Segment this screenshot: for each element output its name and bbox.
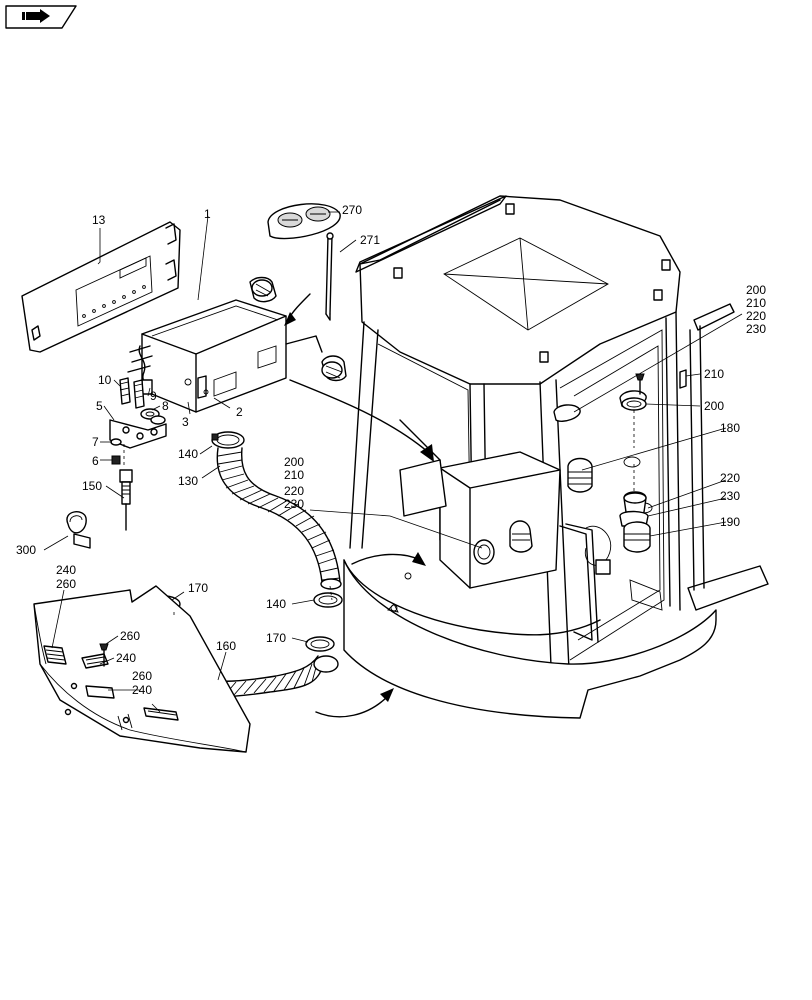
callout-200-right: 200 bbox=[704, 399, 724, 413]
fan-outlet-top bbox=[249, 276, 277, 303]
callout-8: 8 bbox=[162, 399, 169, 413]
nozzle-220-230 bbox=[619, 491, 649, 527]
callout-2: 2 bbox=[236, 405, 243, 419]
callout-170-lower: 170 bbox=[266, 631, 286, 645]
callout-200-mid: 200 bbox=[284, 455, 304, 469]
nut-6 bbox=[111, 455, 121, 465]
callout-200-top: 200 bbox=[746, 283, 766, 297]
hose-clamp-140-lower bbox=[313, 592, 343, 608]
duct-180 bbox=[567, 457, 593, 493]
plate-5 bbox=[109, 419, 167, 449]
callout-labels: 13 1 270 271 200 210 220 230 10 9 8 5 3 … bbox=[16, 203, 766, 697]
callout-140-lower: 140 bbox=[266, 597, 286, 611]
callout-230-mid: 230 bbox=[284, 497, 304, 511]
leader-lines bbox=[43, 211, 743, 713]
vent-grille-middle bbox=[81, 653, 109, 669]
next-page-button[interactable] bbox=[5, 5, 77, 29]
callout-210-mid: 210 bbox=[284, 468, 304, 482]
callout-260-mid: 260 bbox=[120, 629, 140, 643]
callout-170-upper: 170 bbox=[188, 581, 208, 595]
callout-150: 150 bbox=[82, 479, 102, 493]
callout-271: 271 bbox=[360, 233, 380, 247]
callout-5: 5 bbox=[96, 399, 103, 413]
vent-200 bbox=[621, 397, 647, 411]
callout-270: 270 bbox=[342, 203, 362, 217]
screw-260 bbox=[99, 643, 109, 667]
clamp-300 bbox=[66, 511, 91, 549]
hose-clamp-170-lower bbox=[305, 636, 335, 652]
vent-grille-lower bbox=[85, 685, 179, 721]
callout-180: 180 bbox=[720, 421, 740, 435]
callout-260-top: 260 bbox=[56, 577, 76, 591]
callout-190: 190 bbox=[720, 515, 740, 529]
fitting-8 bbox=[140, 408, 166, 425]
rod-271 bbox=[325, 232, 334, 321]
fittings-10-9 bbox=[119, 377, 145, 409]
callout-160: 160 bbox=[216, 639, 236, 653]
washer-7 bbox=[110, 438, 122, 446]
heater-unit-1 bbox=[127, 276, 347, 413]
callout-13: 13 bbox=[92, 213, 106, 227]
callout-140-upper: 140 bbox=[178, 447, 198, 461]
floor-duct bbox=[509, 520, 533, 553]
callout-10: 10 bbox=[98, 373, 112, 387]
callout-230-top: 230 bbox=[746, 322, 766, 336]
callout-210-right: 210 bbox=[704, 367, 724, 381]
callout-300: 300 bbox=[16, 543, 36, 557]
callout-230-right: 230 bbox=[720, 489, 740, 503]
sensor-150 bbox=[119, 469, 133, 531]
callout-3: 3 bbox=[182, 415, 189, 429]
cover-panel-13 bbox=[21, 221, 181, 353]
vent-grille-left bbox=[43, 645, 67, 665]
next-page-arrow-icon bbox=[22, 9, 50, 23]
callout-6: 6 bbox=[92, 454, 99, 468]
fan-outlet-right bbox=[321, 355, 347, 382]
air-vent-270 bbox=[267, 203, 341, 240]
hose-130 bbox=[216, 447, 342, 590]
callout-1: 1 bbox=[204, 207, 211, 221]
callout-9: 9 bbox=[150, 389, 157, 403]
callout-220-mid: 220 bbox=[284, 484, 304, 498]
duct-190 bbox=[623, 521, 651, 553]
callout-240-mid: 240 bbox=[116, 651, 136, 665]
lower-cover bbox=[33, 585, 251, 753]
callout-240-bottom: 240 bbox=[132, 683, 152, 697]
hose-clamp-140-upper bbox=[211, 431, 245, 449]
callout-7: 7 bbox=[92, 435, 99, 449]
callout-260-bottom: 260 bbox=[132, 669, 152, 683]
callout-220-right: 220 bbox=[720, 471, 740, 485]
cab-frame bbox=[343, 195, 769, 719]
callout-240-top: 240 bbox=[56, 563, 76, 577]
callout-130: 130 bbox=[178, 474, 198, 488]
callout-210-top: 210 bbox=[746, 296, 766, 310]
screw-210 bbox=[635, 369, 687, 395]
callout-220-top: 220 bbox=[746, 309, 766, 323]
